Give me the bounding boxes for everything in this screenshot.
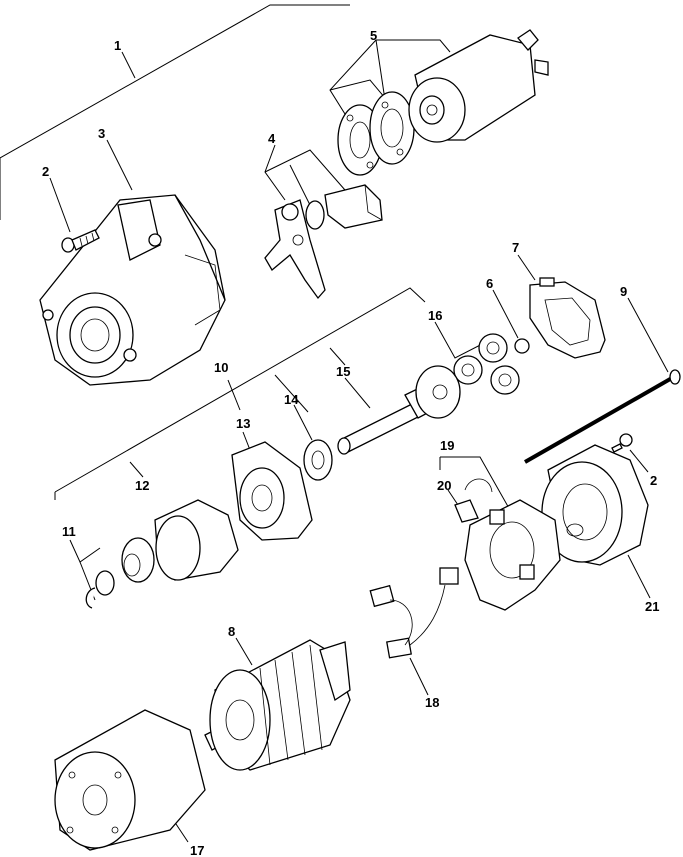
through-bolt bbox=[524, 369, 681, 464]
callout-15: 15 bbox=[336, 364, 350, 379]
callout-21: 21 bbox=[645, 599, 659, 614]
callout-12: 12 bbox=[135, 478, 149, 493]
callout-16: 16 bbox=[428, 308, 442, 323]
callout-10: 10 bbox=[214, 360, 228, 375]
brush-holder bbox=[454, 478, 561, 611]
callout-14: 14 bbox=[284, 392, 299, 407]
rear-end-cover bbox=[541, 444, 649, 566]
brush-set bbox=[369, 567, 459, 659]
center-bracket bbox=[231, 441, 313, 541]
callout-18: 18 bbox=[425, 695, 439, 710]
screw-part-2b bbox=[611, 433, 633, 453]
drive-end-housing bbox=[39, 194, 226, 386]
callout-5: 5 bbox=[370, 28, 377, 43]
callout-19: 19 bbox=[440, 438, 454, 453]
callout-labels: 1 2 2 3 4 5 6 7 8 9 10 11 12 13 14 15 16… bbox=[42, 28, 659, 857]
overrunning-clutch bbox=[121, 499, 239, 583]
callout-20: 20 bbox=[437, 478, 451, 493]
callout-2b: 2 bbox=[650, 473, 657, 488]
callout-3: 3 bbox=[98, 126, 105, 141]
planetary-gears bbox=[453, 333, 520, 395]
screw-part-2a bbox=[61, 229, 100, 253]
retainer-ring bbox=[529, 277, 606, 359]
callout-13: 13 bbox=[236, 416, 250, 431]
callout-8: 8 bbox=[228, 624, 235, 639]
shift-lever bbox=[264, 184, 383, 300]
solenoid-assembly bbox=[337, 29, 549, 176]
yoke-field-frame bbox=[54, 709, 206, 851]
callout-2a: 2 bbox=[42, 164, 49, 179]
stop-ring-clip bbox=[85, 570, 115, 609]
armature bbox=[204, 639, 351, 771]
steel-ball bbox=[514, 338, 530, 354]
callout-6: 6 bbox=[486, 276, 493, 291]
callout-17: 17 bbox=[190, 843, 204, 857]
callout-1: 1 bbox=[114, 38, 121, 53]
leader-lines bbox=[0, 4, 669, 843]
thrust-washer bbox=[303, 439, 333, 481]
pinion-shaft bbox=[337, 365, 461, 455]
callout-9: 9 bbox=[620, 284, 627, 299]
callout-7: 7 bbox=[512, 240, 519, 255]
callout-11: 11 bbox=[62, 524, 76, 539]
callout-4: 4 bbox=[268, 131, 276, 146]
